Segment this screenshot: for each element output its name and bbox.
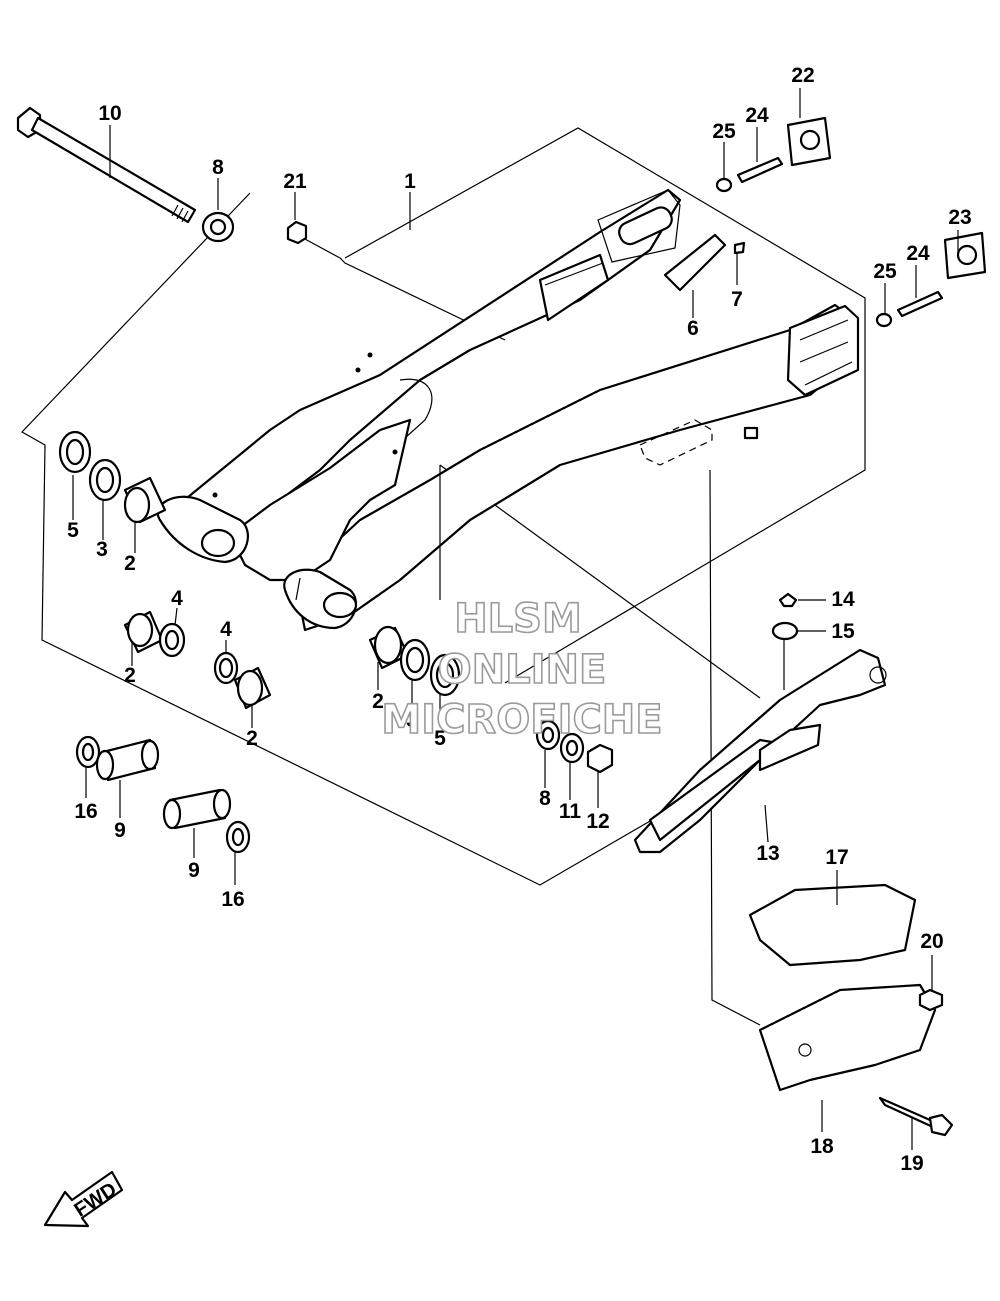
callout-8b: 8 (539, 787, 551, 810)
callout-16b: 16 (221, 888, 244, 911)
callout-12: 12 (586, 810, 609, 833)
callout-8a: 8 (212, 156, 224, 179)
callout-6: 6 (687, 317, 699, 340)
left-pivot-hardware (58, 430, 272, 710)
callout-7: 7 (731, 288, 743, 311)
callout-5a: 5 (67, 519, 79, 542)
callout-9a: 9 (114, 819, 126, 842)
callout-4b: 4 (220, 618, 232, 641)
watermark: HLSM ONLINE MICROFICHE (381, 595, 664, 744)
callout-15: 15 (831, 620, 855, 643)
fwd-arrow: FWD (43, 1170, 124, 1228)
callout-2a: 2 (124, 552, 136, 575)
nut-21 (286, 220, 308, 245)
callout-22: 22 (791, 64, 814, 87)
callout-3a: 3 (96, 538, 108, 561)
callout-21: 21 (283, 170, 307, 193)
callouts: 1 2 2 2 2 3 3 4 4 5 5 6 7 8 8 9 9 10 11 … (67, 64, 972, 1175)
leader-lines (72, 88, 959, 1150)
swingarm (156, 188, 860, 632)
callout-25a: 25 (712, 120, 736, 143)
callout-9b: 9 (188, 859, 200, 882)
callout-2c: 2 (246, 727, 258, 750)
collars (75, 735, 251, 854)
washer-8-top-hole (209, 218, 227, 236)
callout-14: 14 (831, 588, 855, 611)
callout-16a: 16 (74, 800, 97, 823)
assembly-boundary (21, 127, 866, 1026)
watermark-line1: HLSM (454, 596, 582, 642)
chain-adjusters (663, 116, 987, 328)
callout-4a: 4 (171, 587, 183, 610)
callout-23: 23 (948, 206, 971, 229)
chain-guide (633, 592, 887, 854)
callout-1: 1 (404, 170, 416, 193)
callout-5b: 5 (434, 727, 446, 750)
watermark-line3: MICROFICHE (381, 697, 662, 743)
right-pivot-hardware (368, 625, 614, 774)
callout-13: 13 (756, 842, 779, 865)
callout-20: 20 (920, 930, 943, 953)
callout-19: 19 (900, 1152, 923, 1175)
callout-2d: 2 (372, 690, 384, 713)
guide-bracket (748, 883, 954, 1137)
callout-18: 18 (810, 1135, 834, 1158)
callout-25b: 25 (873, 260, 897, 283)
callout-24a: 24 (745, 104, 769, 127)
callout-2b: 2 (124, 664, 136, 687)
callout-11: 11 (559, 800, 582, 823)
watermark-line2: ONLINE (438, 647, 607, 693)
callout-17: 17 (825, 846, 848, 869)
callout-10: 10 (98, 102, 121, 125)
callout-24b: 24 (906, 242, 930, 265)
pivot-bolt (16, 106, 197, 224)
callout-3b: 3 (406, 709, 418, 732)
